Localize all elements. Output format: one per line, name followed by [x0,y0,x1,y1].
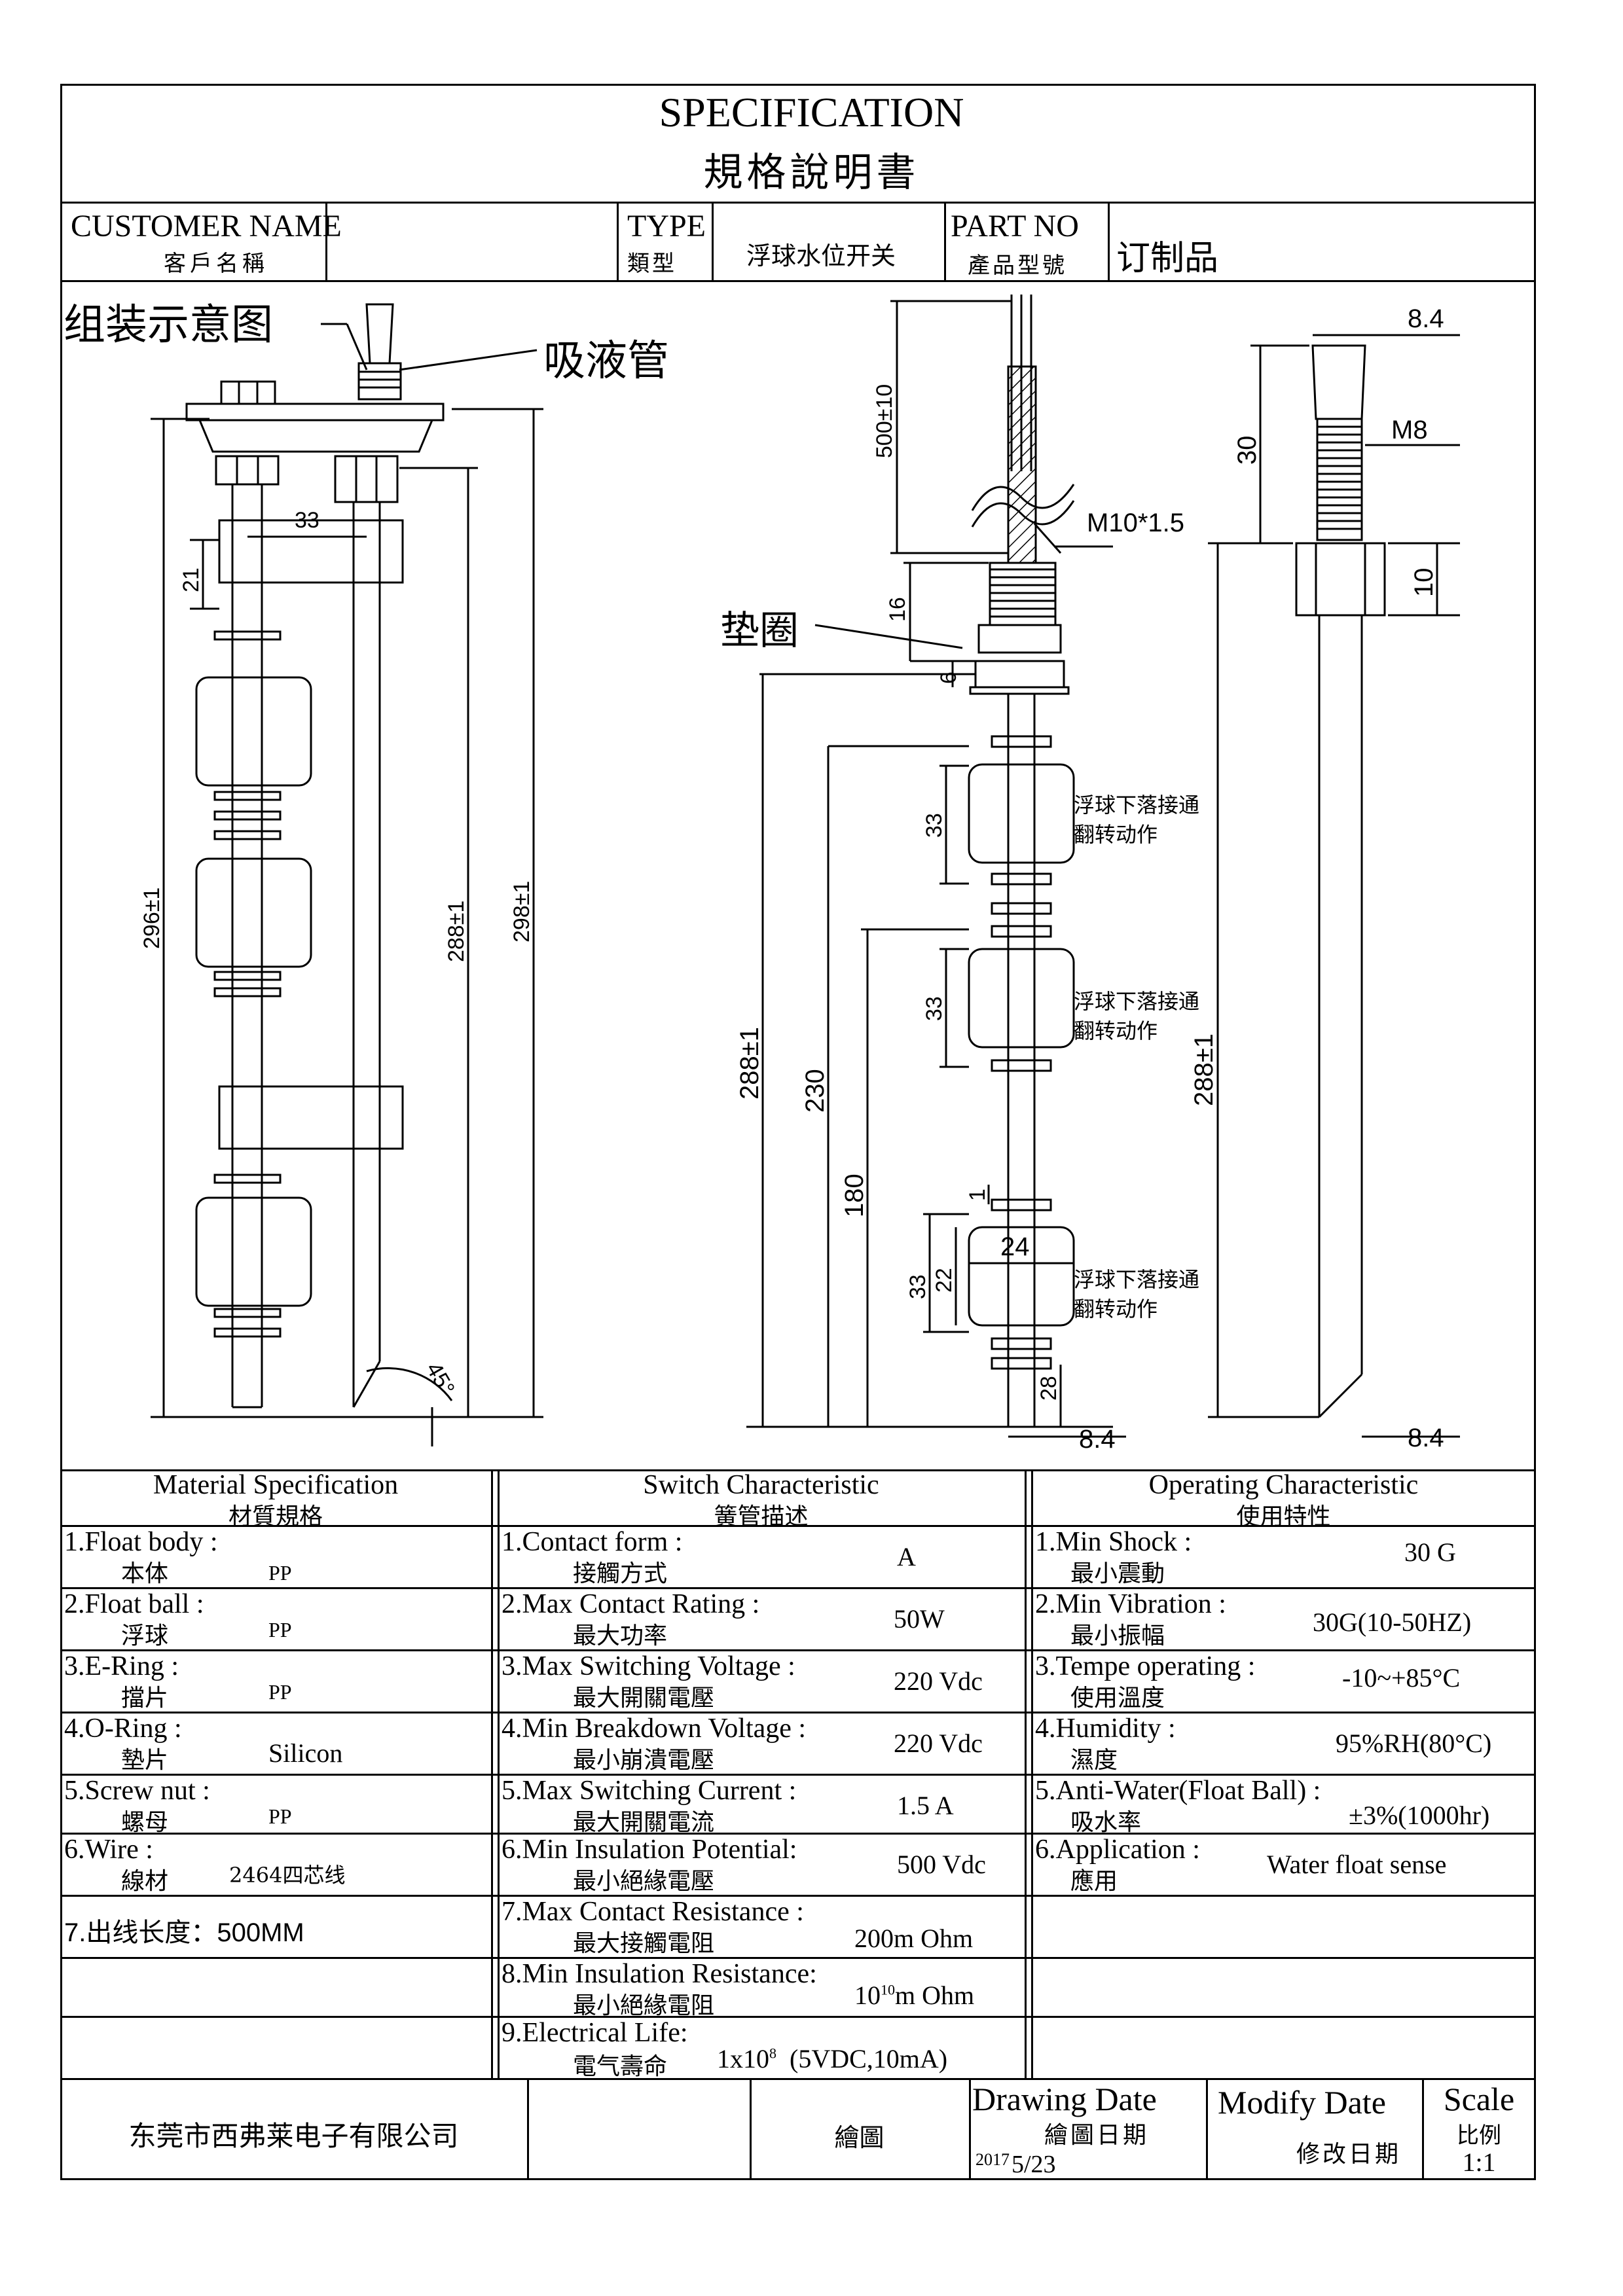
dim-30: 30 [1233,436,1262,465]
scale-label-zh: 比例 [1457,2123,1501,2149]
dim-45-angle: 45° [421,1358,460,1400]
dim-33-left: 33 [295,508,319,533]
part-label-zh: 產品型號 [968,253,1067,279]
material-header-en: Material Specification [153,1470,399,1500]
type-label-zh: 類型 [627,251,677,277]
operating-header-en: Operating Characteristic [1148,1470,1419,1500]
drawing-date-label-zh: 繪圖日期 [1044,2122,1150,2149]
dim-8-4-mid: 8.4 [1079,1425,1116,1454]
dim-thread-m8: M8 [1391,416,1428,444]
dim-16: 16 [885,597,910,622]
operating-header-zh: 使用特性 [1236,1503,1331,1530]
dim-21: 21 [179,567,204,592]
float-note-1a: 浮球下落接通 [1074,793,1200,817]
part-value: 订制品 [1116,239,1219,278]
drawn-label: 繪圖 [834,2123,884,2152]
dim-288-right: 288±1 [1190,1033,1218,1106]
dim-500: 500±10 [872,384,897,458]
float-note-2b: 翻转动作 [1074,1018,1158,1043]
dim-8-4-bottom: 8.4 [1408,1424,1444,1452]
scale-label-en: Scale [1443,2081,1515,2117]
dim-thread-m10: M10*1.5 [1087,509,1184,537]
float-note-3a: 浮球下落接通 [1074,1267,1200,1292]
company-name: 东莞市西弗莱电子有限公司 [128,2120,459,2152]
type-value: 浮球水位开关 [746,242,896,270]
modify-date-label-en: Modify Date [1218,2084,1386,2121]
tube-label: 吸液管 [543,337,669,386]
dim-288-left: 288±1 [444,901,469,962]
dim-296: 296±1 [139,888,164,949]
middle-sensor-view [746,295,1126,1438]
dim-10: 10 [1410,568,1438,598]
drawing-date-md: 5/23 [1012,2151,1056,2178]
dim-22: 22 [932,1268,957,1293]
drawing-date-year: 2017 [976,2150,1010,2169]
type-label-en: TYPE [627,209,706,243]
customer-label-en: CUSTOMER NAME [71,209,342,243]
technical-drawing: 33 21 296±1 288±1 298±1 45° [139,295,1460,1454]
customer-label-zh: 客戶名稱 [164,251,268,277]
float-note-1b: 翻转动作 [1074,822,1158,847]
scale-value: 1:1 [1462,2147,1496,2177]
title-zh: 規格說明書 [703,150,920,196]
float-note-3b: 翻转动作 [1074,1297,1158,1321]
dim-230: 230 [801,1069,830,1113]
dim-33-float1: 33 [922,813,947,838]
dim-33-float2: 33 [922,996,947,1021]
drawing-date-label-en: Drawing Date [972,2081,1157,2117]
modify-date-label-zh: 修改日期 [1296,2141,1402,2168]
dim-28: 28 [1036,1376,1061,1401]
dim-298: 298±1 [509,881,534,942]
dim-33-float3: 33 [905,1274,930,1299]
dim-288-mid: 288±1 [735,1027,764,1100]
dim-1: 1 [965,1189,990,1201]
part-label-en: PART NO [951,209,1079,243]
float-note-2a: 浮球下落接通 [1074,989,1200,1014]
title-en: SPECIFICATION [659,89,964,135]
dim-6: 6 [936,672,961,684]
assembly-label: 组装示意图 [64,301,273,350]
dim-24: 24 [1000,1232,1030,1261]
material-header-zh: 材質規格 [228,1503,323,1530]
switch-header-zh: 簧管描述 [714,1503,809,1530]
dim-8-4-top: 8.4 [1408,304,1444,333]
drawing-sheet [60,84,1536,2180]
washer-label: 垫圈 [720,608,799,654]
right-tube-view [1208,334,1460,1438]
left-assembly-view [151,303,543,1446]
switch-header-en: Switch Characteristic [643,1470,879,1500]
dim-180: 180 [840,1174,869,1217]
